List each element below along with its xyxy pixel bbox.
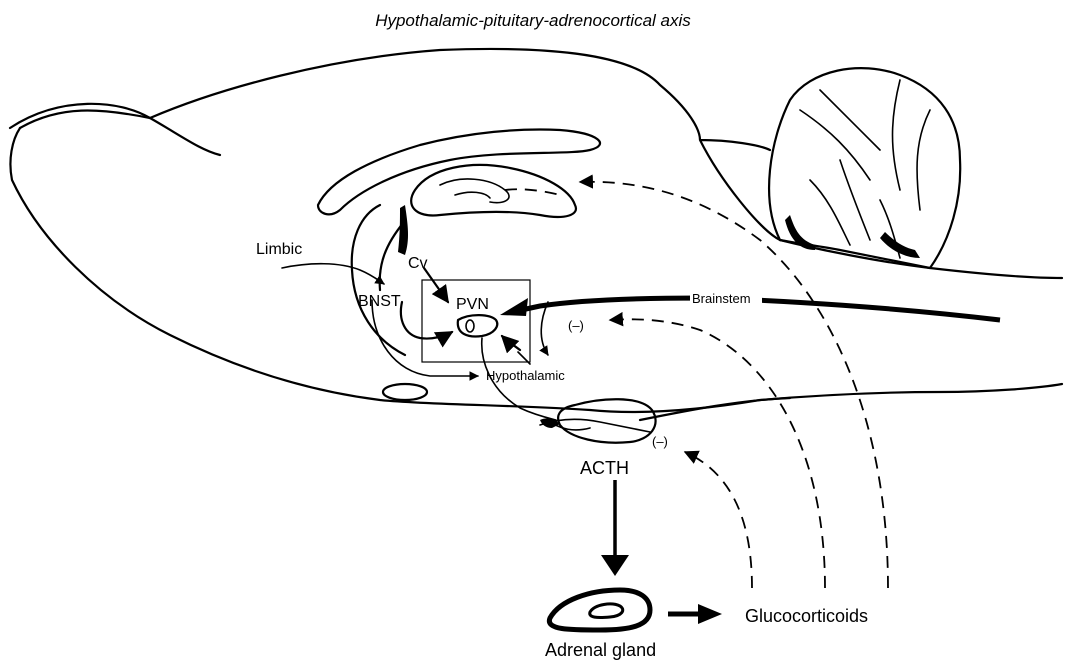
brain-outline	[10, 49, 1062, 412]
cerebellum-folia	[800, 80, 930, 258]
label-neg-feedback-lower: (–)	[652, 434, 668, 449]
corpus-callosum	[318, 130, 600, 215]
lateral-ventricle	[398, 205, 408, 255]
pituitary	[558, 399, 655, 442]
feedback-to-hippocampus	[580, 182, 888, 588]
feedback-to-hypothalamus	[610, 319, 825, 588]
bnst-to-pvn-path	[401, 302, 452, 339]
pvn-nucleus	[458, 315, 497, 336]
hypothalamic-loop	[541, 302, 548, 355]
hypothalamic-to-pvn-path	[502, 336, 520, 350]
label-cv: Cv	[408, 255, 428, 272]
limbic-input-path	[282, 264, 384, 284]
gluco-arrowhead	[698, 604, 722, 624]
cv-to-pvn-path	[424, 268, 448, 302]
optic-chiasm	[383, 384, 427, 400]
hippocampus-dashed	[505, 189, 560, 195]
label-bnst: BNST	[358, 293, 401, 310]
pvn-core	[466, 320, 474, 332]
adrenal-medulla	[590, 604, 623, 617]
label-adrenal-gland: Adrenal gland	[545, 640, 656, 660]
label-hypothalamic: Hypothalamic	[486, 368, 565, 383]
label-brainstem: Brainstem	[692, 291, 751, 306]
label-neg-feedback-upper: (–)	[568, 318, 584, 333]
hippocampus-inner	[440, 179, 509, 203]
label-limbic: Limbic	[256, 241, 302, 258]
acth-arrowhead	[601, 555, 629, 576]
diagram-title: Hypothalamic-pituitary-adrenocortical ax…	[375, 11, 691, 30]
hippocampus	[411, 165, 576, 217]
brainstem-outline	[150, 118, 1062, 420]
pvn-region-box	[422, 280, 530, 362]
label-glucocorticoids: Glucocorticoids	[745, 606, 868, 626]
brainstem-arrowhead	[500, 298, 528, 316]
adrenal-gland-outline	[549, 590, 650, 630]
label-pvn: PVN	[456, 296, 489, 313]
feedback-to-pituitary	[685, 452, 752, 588]
fourth-ventricle	[785, 215, 815, 250]
ventricle-fill	[880, 232, 920, 258]
label-acth: ACTH	[580, 458, 629, 478]
